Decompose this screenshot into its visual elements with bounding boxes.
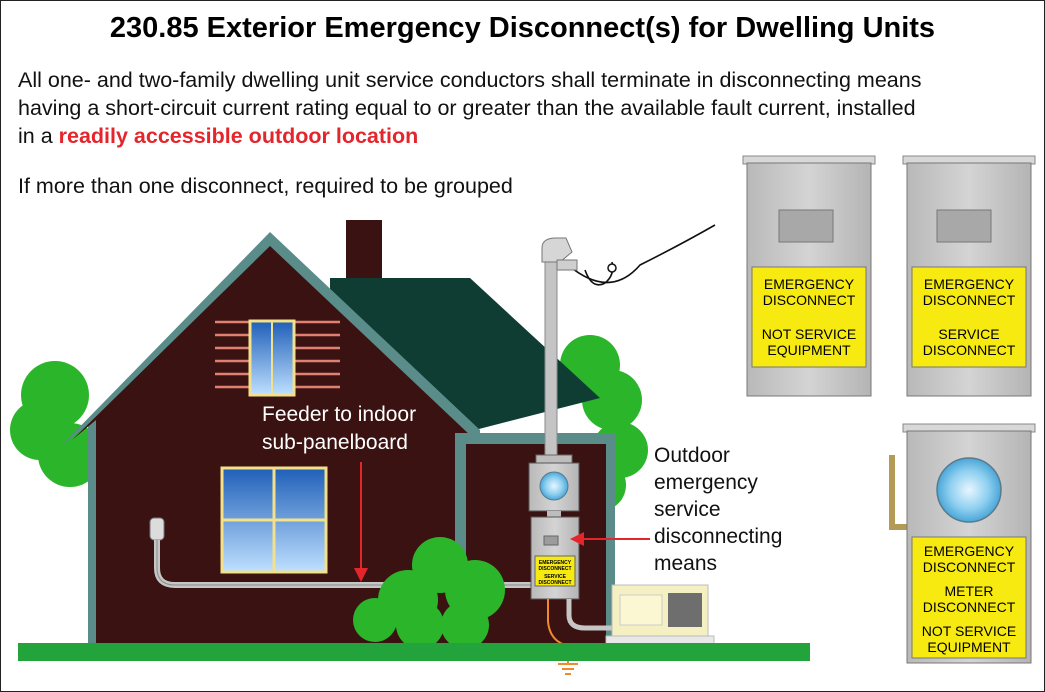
highlight-text: readily accessible outdoor location bbox=[58, 124, 419, 148]
grouped-note: If more than one disconnect, required to… bbox=[18, 174, 513, 198]
meter-icon bbox=[936, 457, 1002, 523]
outdoor-callout: Outdoor emergency service disconnecting … bbox=[570, 444, 782, 575]
panel-label-line: SERVICE bbox=[938, 326, 999, 342]
intro-line: All one- and two-family dwelling unit se… bbox=[18, 68, 922, 92]
outdoor-label-line: Outdoor bbox=[654, 444, 730, 467]
panel-label-line: DISCONNECT bbox=[923, 292, 1016, 308]
grass bbox=[18, 643, 810, 661]
left-tree bbox=[10, 361, 102, 487]
outdoor-label-line: disconnecting bbox=[654, 525, 782, 548]
panel-service-disconnect: EMERGENCY DISCONNECT SERVICE DISCONNECT bbox=[902, 155, 1036, 397]
intro-line: having a short-circuit current rating eq… bbox=[18, 96, 916, 120]
outdoor-disconnect: EMERGENCY DISCONNECT SERVICE DISCONNECT bbox=[530, 516, 580, 600]
panel-label-line: EMERGENCY bbox=[764, 276, 855, 292]
panel-label-line: DISCONNECT bbox=[763, 292, 856, 308]
intro-line-last: in a readily accessible outdoor location bbox=[18, 122, 1038, 150]
small-label-line: SERVICE bbox=[544, 574, 567, 580]
panel-label-line: EQUIPMENT bbox=[767, 342, 851, 358]
service-mast bbox=[541, 237, 578, 456]
intro-text: All one- and two-family dwelling unit se… bbox=[18, 66, 1038, 150]
attic-window bbox=[215, 319, 340, 397]
feeder-callout: Feeder to indoor sub-panelboard bbox=[262, 403, 416, 582]
panel-label-line: EMERGENCY bbox=[924, 276, 1015, 292]
panel-label-line: METER bbox=[945, 583, 994, 599]
small-label-line: EMERGENCY bbox=[539, 560, 572, 566]
generator bbox=[605, 584, 715, 645]
panel-meter-disconnect: EMERGENCY DISCONNECT METER DISCONNECT NO… bbox=[889, 423, 1036, 664]
feeder-label-line: sub-panelboard bbox=[262, 431, 408, 454]
panel-label-line: DISCONNECT bbox=[923, 342, 1016, 358]
feeder-arrowhead bbox=[354, 568, 368, 582]
small-label-line: DISCONNECT bbox=[538, 580, 571, 586]
front-bush bbox=[353, 537, 505, 649]
outdoor-arrowhead bbox=[570, 532, 584, 546]
outdoor-label-line: emergency bbox=[654, 471, 758, 494]
panel-label-line: DISCONNECT bbox=[923, 559, 1016, 575]
intro-prefix: in a bbox=[18, 124, 59, 148]
panel-label-line: EMERGENCY bbox=[924, 543, 1015, 559]
panel-label-line: EQUIPMENT bbox=[927, 639, 1011, 655]
rear-roof bbox=[330, 278, 600, 430]
main-window bbox=[220, 466, 328, 574]
meter-socket bbox=[528, 454, 580, 517]
feeder-conduit bbox=[149, 517, 535, 588]
page-title: 230.85 Exterior Emergency Disconnect(s) … bbox=[109, 12, 936, 44]
panel-label-line: DISCONNECT bbox=[923, 599, 1016, 615]
outdoor-label-line: means bbox=[654, 552, 717, 575]
outdoor-label-line: service bbox=[654, 498, 721, 521]
panel-label-line: NOT SERVICE bbox=[922, 623, 1016, 639]
small-label-line: DISCONNECT bbox=[538, 566, 571, 572]
meter-conduit bbox=[889, 455, 908, 530]
panel-not-service-equipment: EMERGENCY DISCONNECT NOT SERVICE EQUIPME… bbox=[742, 155, 876, 397]
panel-label-line: NOT SERVICE bbox=[762, 326, 856, 342]
feeder-label-line: Feeder to indoor bbox=[262, 403, 416, 426]
generator-conduit bbox=[566, 599, 615, 631]
service-drop-wire bbox=[567, 224, 716, 284]
